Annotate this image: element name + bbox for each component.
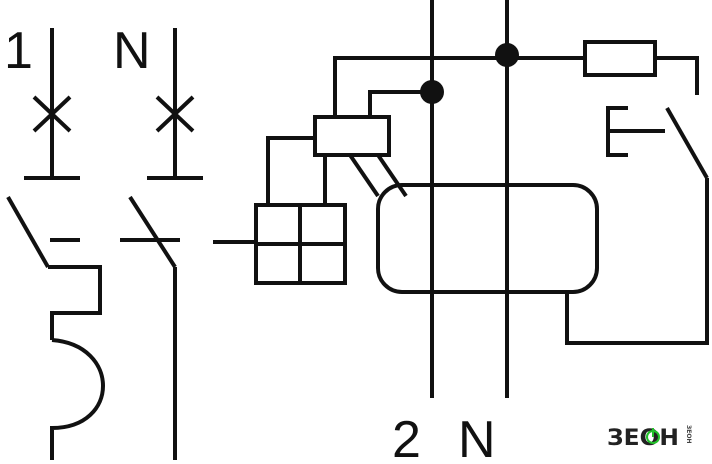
terminal-label-2: 2 bbox=[392, 411, 421, 464]
trip-relay bbox=[254, 136, 347, 285]
brand-logo-text: ЗЕОН bbox=[607, 426, 679, 451]
terminal-label-n-top: N bbox=[113, 22, 151, 80]
pole-n-circuit-breaker bbox=[120, 28, 203, 460]
detector-coil-feed bbox=[333, 56, 507, 117]
test-resistor bbox=[583, 40, 657, 77]
pole-1-isolator-cross-icon bbox=[32, 95, 72, 133]
pole-1-magnetic-trip-coil-icon bbox=[50, 338, 105, 460]
detector-coil-box bbox=[313, 115, 391, 157]
test-circuit bbox=[507, 40, 709, 345]
brand-logo: ЗЕОН ЗЕОН bbox=[607, 425, 692, 451]
test-circuit-return bbox=[565, 178, 709, 345]
detector-coil-to-transformer-b bbox=[376, 153, 408, 198]
junction-dot-conductor-2 bbox=[420, 80, 444, 104]
test-resistor-lead bbox=[655, 56, 699, 95]
test-button-contact bbox=[665, 107, 709, 179]
brand-logo-tagline: ЗЕОН bbox=[685, 425, 692, 443]
terminal-label-1: 1 bbox=[4, 22, 33, 80]
trip-relay-lead-left bbox=[266, 136, 315, 205]
test-button-icon bbox=[606, 106, 665, 157]
terminal-label-n-bottom: N bbox=[458, 411, 496, 464]
pole-1-thermal-trip bbox=[48, 265, 102, 340]
junction-dot-conductor-n bbox=[495, 43, 519, 67]
detector-coil bbox=[313, 56, 507, 198]
pole-n-switch-blade bbox=[128, 195, 177, 269]
pole-n-isolator-cross-icon bbox=[155, 95, 195, 133]
differential-current-transformer bbox=[376, 183, 599, 294]
detector-coil-return bbox=[368, 90, 432, 117]
detector-coil-to-transformer-a bbox=[348, 153, 380, 198]
pole-1-circuit-breaker bbox=[6, 28, 105, 460]
pole-1-switch-blade bbox=[6, 196, 50, 268]
